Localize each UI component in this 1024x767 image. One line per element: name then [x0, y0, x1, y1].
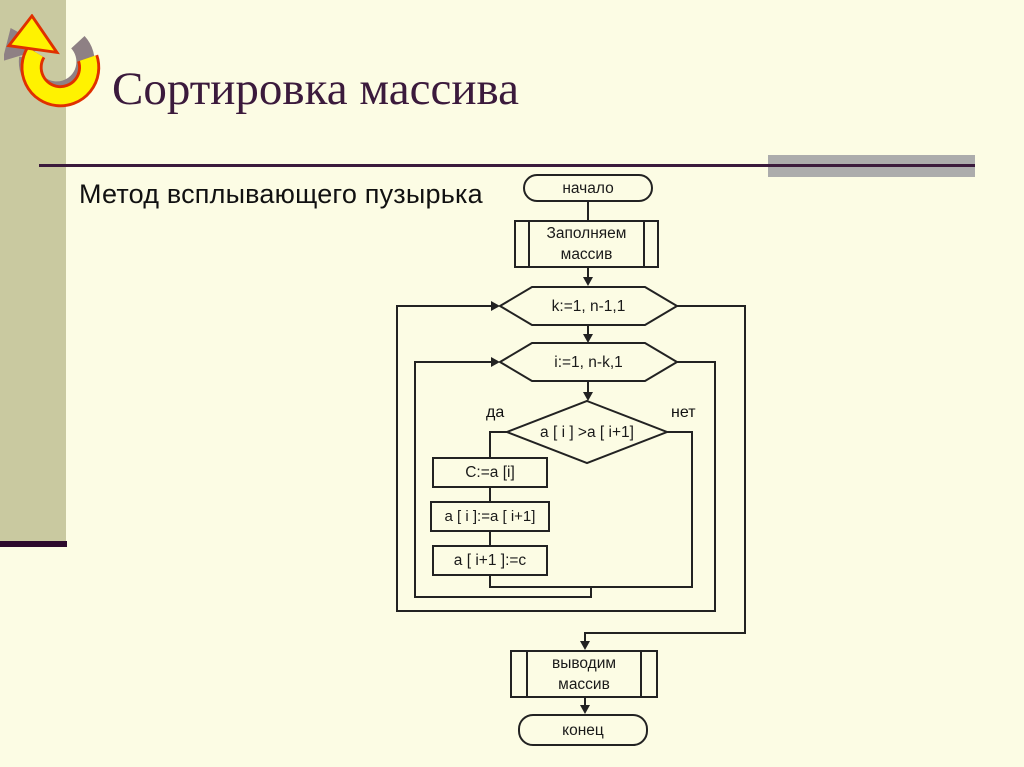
node-assign-swap: a [ i ]:=a [ i+1]	[430, 501, 550, 532]
node-loop-k-label: k:=1, n-1,1	[551, 297, 626, 315]
branch-label-yes: да	[486, 404, 505, 421]
predefined-inner-line	[528, 222, 530, 266]
node-assign-back: a [ i+1 ]:=c	[432, 545, 548, 576]
arrowhead	[580, 705, 590, 714]
curved-arrow-icon	[2, 13, 106, 110]
predefined-inner-line	[643, 222, 645, 266]
predefined-inner-line	[640, 652, 642, 696]
edge-iloop-back	[414, 361, 592, 598]
node-assign-back-label: a [ i+1 ]:=c	[453, 552, 527, 569]
node-output-array: выводим массив	[510, 650, 658, 698]
node-fill-array: Заполняем массив	[514, 220, 659, 268]
arrowhead	[580, 641, 590, 650]
node-loop-i-label: i:=1, n-k,1	[554, 353, 623, 371]
edge-kloop-exit	[584, 305, 746, 642]
branch-label-no: нет	[671, 404, 696, 421]
arrowhead	[583, 334, 593, 343]
title-underline	[39, 164, 975, 167]
node-fill-array-label: Заполняем массив	[546, 225, 627, 263]
node-end-label: конец	[562, 721, 604, 739]
arrowhead	[583, 392, 593, 401]
condition-diamond	[504, 399, 670, 465]
arrowhead	[583, 277, 593, 286]
sidebar-footer-line	[0, 541, 67, 547]
edge-compare-yes	[489, 431, 507, 457]
loop-k-hexagon	[498, 286, 679, 326]
node-assign-swap-label: a [ i ]:=a [ i+1]	[444, 508, 536, 525]
curved-arrow-body	[6, 13, 101, 108]
arrowhead	[491, 357, 500, 367]
node-start-label: начало	[562, 179, 614, 197]
node-output-array-label: выводим массив	[551, 655, 617, 693]
node-compare-label: a [ i ] >a [ i+1]	[540, 423, 634, 441]
loop-i-hexagon	[498, 342, 679, 382]
node-start: начало	[523, 174, 653, 202]
node-assign-c-label: C:=a [i]	[465, 464, 515, 481]
edge-compare-no	[489, 431, 693, 588]
slide-subtitle: Метод всплывающего пузырька	[79, 179, 483, 209]
predefined-inner-line	[526, 652, 528, 696]
arrowhead	[491, 301, 500, 311]
node-assign-c: C:=a [i]	[432, 457, 548, 488]
edge-kloop-back	[396, 305, 716, 612]
node-end: конец	[518, 714, 648, 746]
page-title: Сортировка массива	[112, 63, 519, 115]
